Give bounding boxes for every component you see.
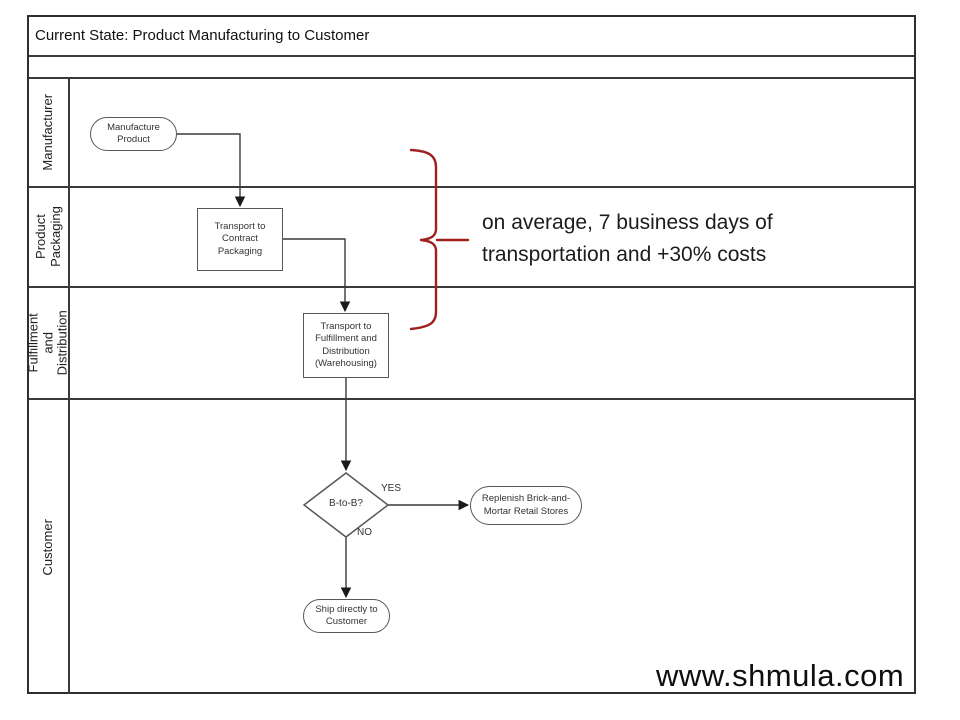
connector-manufacture-to-packaging [177, 133, 246, 208]
lane-separator-manufacturer-packaging [29, 186, 914, 188]
annotation-line-2: transportation and +30% costs [482, 243, 767, 266]
connector-packaging-to-fulfillment [283, 238, 351, 313]
node-transport-contract-packaging: Transport to Contract Packaging [197, 208, 283, 271]
red-curly-brace [409, 148, 470, 331]
node-ship-directly-to-customer: Ship directly to Customer [303, 599, 390, 633]
node-manufacture-product: Manufacture Product [90, 117, 177, 151]
annotation-text: on average, 7 business days of transport… [482, 207, 773, 271]
lane-separator-packaging-fulfillment [29, 286, 914, 288]
decision-diamond-shape [302, 472, 390, 538]
edge-label-yes: YES [381, 483, 402, 494]
node-transport-fulfillment-distribution: Transport to Fulfillment and Distributio… [303, 313, 389, 378]
annotation-line-1: on average, 7 business days of [482, 211, 773, 234]
node-replenish-retail-stores: Replenish Brick-and- Mortar Retail Store… [470, 486, 582, 525]
lane-label-column-separator [68, 79, 70, 694]
edge-label-no: NO [357, 527, 372, 538]
watermark-url: www.shmula.com [656, 658, 905, 693]
page-title: Current State: Product Manufacturing to … [35, 27, 370, 44]
node-b-to-b-decision-label: B-to-B? [329, 498, 363, 509]
diagram-outer-border [27, 15, 916, 694]
lane-separator-fulfillment-customer [29, 398, 914, 400]
red-curly-brace-path [409, 148, 438, 331]
title-row-separator [29, 55, 914, 57]
header-band-separator [29, 77, 914, 79]
